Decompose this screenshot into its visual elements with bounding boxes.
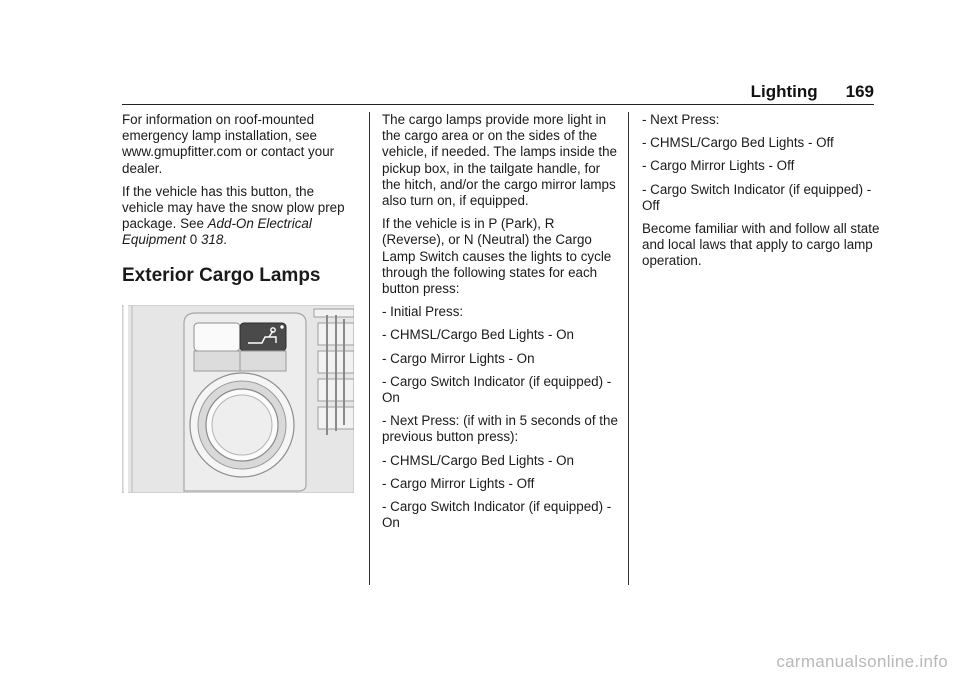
section-title: Exterior Cargo Lamps xyxy=(122,264,321,286)
column-3: - Next Press: - CHMSL/Cargo Bed Lights -… xyxy=(642,112,880,277)
list-item: - Next Press: xyxy=(642,112,720,127)
list-item: - Cargo Switch Indicator (if equipped) -… xyxy=(382,373,612,406)
paragraph: For information on roof-mounted emergenc… xyxy=(122,112,335,176)
column-1: For information on roof-mounted emergenc… xyxy=(121,112,357,494)
paragraph-text: If the vehicle has this button, the vehi… xyxy=(122,183,345,232)
list-item: - Cargo Mirror Lights - Off xyxy=(382,475,535,491)
cross-reference-link[interactable]: Add-On Electrical Equipment xyxy=(122,216,312,248)
page-header: Lighting 169 xyxy=(751,82,874,102)
column-divider xyxy=(369,112,370,585)
list-item: - CHMSL/Cargo Bed Lights - On xyxy=(382,452,575,468)
list-item: - Cargo Switch Indicator (if equipped) -… xyxy=(382,499,612,531)
page-ref-icon: 0 xyxy=(189,232,198,248)
list-item: - Cargo Mirror Lights - On xyxy=(382,350,535,366)
period: . xyxy=(223,232,228,248)
section-name: Lighting xyxy=(750,82,818,101)
list-item: - Cargo Mirror Lights - Off xyxy=(642,158,795,174)
list-item: - CHMSL/Cargo Bed Lights - On xyxy=(382,327,575,343)
paragraph: If the vehicle has this button, the vehi… xyxy=(122,184,357,249)
column-2: The cargo lamps provide more light in th… xyxy=(382,112,620,538)
cargo-lamp-switch-figure xyxy=(121,304,355,494)
list-item: - Initial Press: xyxy=(382,304,464,320)
list-item: - Cargo Switch Indicator (if equipped) -… xyxy=(642,181,872,213)
paragraph: Become familiar with and follow all stat… xyxy=(642,221,880,269)
paragraph: If the vehicle is in P (Park), R (Revers… xyxy=(382,216,612,297)
header-rule xyxy=(122,104,874,105)
paragraph: The cargo lamps provide more light in th… xyxy=(382,112,617,209)
list-item: - Next Press: (if with in 5 seconds of t… xyxy=(382,413,618,445)
list-item: - CHMSL/Cargo Bed Lights - Off xyxy=(642,135,834,151)
page-ref-number[interactable]: 318 xyxy=(200,232,224,248)
column-divider xyxy=(628,112,629,585)
watermark: carmanualsonline.info xyxy=(776,652,948,671)
page-number: 169 xyxy=(845,82,874,101)
cargo-lamp-switch-illustration xyxy=(121,304,355,494)
